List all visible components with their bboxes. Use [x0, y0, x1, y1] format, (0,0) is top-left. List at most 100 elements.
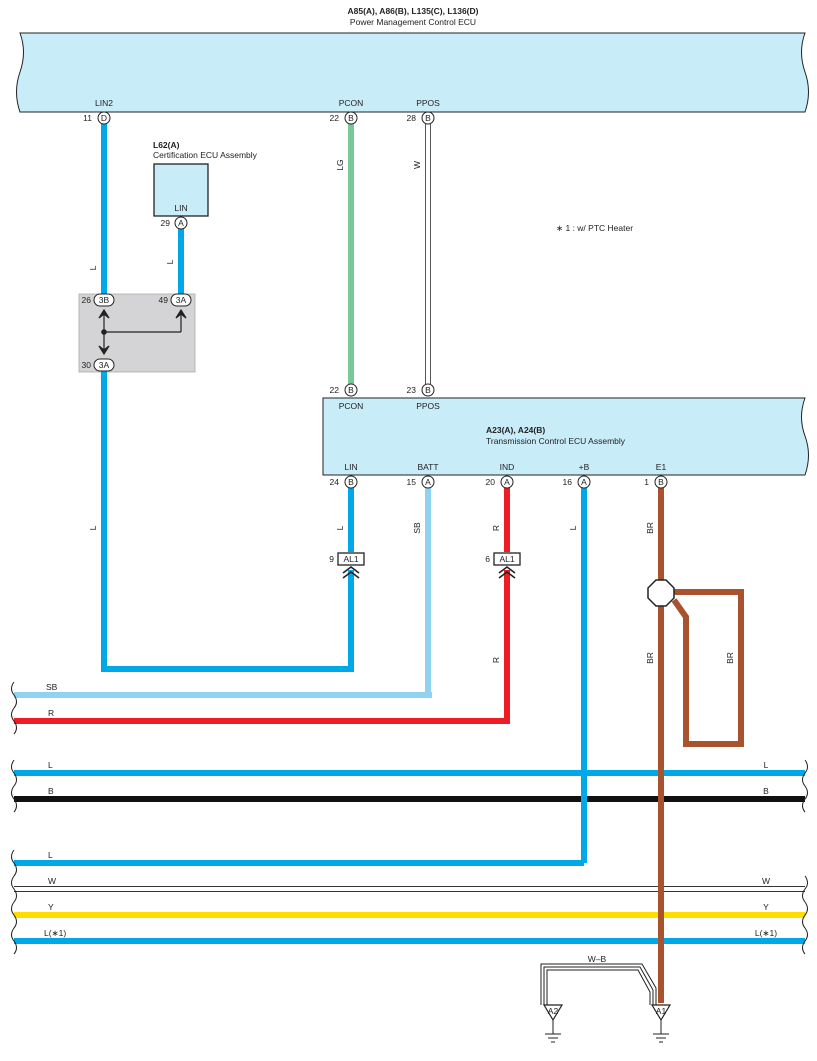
svg-text:D: D	[101, 113, 107, 123]
wire-plusb: L	[568, 488, 587, 863]
pin-tcu-pcon: 22 B	[330, 383, 358, 397]
wire-lin: L	[335, 488, 354, 552]
pin-tcu-plusb: 16 A	[563, 475, 591, 489]
tcu-pin-label-batt: BATT	[417, 462, 438, 472]
pin-tcu-e1: 1 B	[644, 475, 668, 489]
svg-text:29: 29	[161, 218, 171, 228]
pin-label-lin2: LIN2	[95, 98, 113, 108]
wire-ppos: W	[412, 124, 431, 384]
svg-text:B: B	[348, 113, 354, 123]
svg-text:R: R	[48, 708, 54, 718]
svg-text:B: B	[658, 477, 664, 487]
svg-text:W: W	[48, 876, 56, 886]
svg-text:11: 11	[83, 113, 92, 123]
pin-label-ppos-top: PPOS	[416, 98, 440, 108]
svg-text:L: L	[88, 265, 98, 270]
tcu-box	[322, 397, 809, 476]
svg-text:L: L	[165, 259, 175, 264]
svg-text:20: 20	[486, 477, 496, 487]
svg-text:B: B	[425, 385, 431, 395]
svg-text:BR: BR	[645, 522, 655, 534]
pin-lin2: 11 D	[83, 111, 111, 125]
bus-y: Y Y	[14, 902, 805, 918]
bus-r: R	[14, 708, 510, 724]
svg-text:B: B	[763, 786, 769, 796]
svg-text:L: L	[335, 525, 345, 530]
pin-junction-30: 30 3A	[82, 358, 115, 372]
svg-text:3A: 3A	[99, 360, 110, 370]
svg-text:3A: 3A	[176, 295, 187, 305]
svg-text:L: L	[48, 850, 53, 860]
tcu-pin-label-ind: IND	[500, 462, 515, 472]
pin-cert-lin: 29 A	[161, 216, 188, 230]
svg-text:22: 22	[330, 385, 340, 395]
svg-text:A: A	[178, 218, 184, 228]
pin-pcon-top: 22 B	[330, 111, 358, 125]
wire-lin-down: L	[88, 371, 354, 672]
tcu-pin-label-plusb: +B	[579, 462, 590, 472]
svg-text:49: 49	[159, 295, 169, 305]
wire-batt: SB	[412, 488, 431, 695]
svg-text:A: A	[504, 477, 510, 487]
tcu-pin-label-pcon: PCON	[339, 401, 364, 411]
pin-ppos-top: 28 B	[407, 111, 435, 125]
cert-ecu-name: Certification ECU Assembly	[153, 150, 258, 160]
connector-al1-ind: 6 AL1	[485, 552, 521, 579]
tcu-pin-label-ppos: PPOS	[416, 401, 440, 411]
pin-tcu-ind: 20 A	[486, 475, 514, 489]
svg-text:30: 30	[82, 360, 92, 370]
svg-text:L(∗1): L(∗1)	[755, 928, 777, 938]
svg-text:B: B	[348, 477, 354, 487]
svg-text:15: 15	[407, 477, 417, 487]
svg-text:1: 1	[644, 477, 649, 487]
svg-text:LG: LG	[335, 159, 345, 170]
bus-l-ptc: L(∗1) L(∗1)	[14, 928, 805, 944]
svg-text:R: R	[491, 525, 501, 531]
ecu-top-box	[16, 32, 809, 113]
svg-text:Y: Y	[48, 902, 54, 912]
svg-text:AL1: AL1	[499, 554, 514, 564]
splice-point	[647, 579, 675, 607]
pin-tcu-ppos: 23 B	[407, 383, 435, 397]
connector-al1-lin: 9 AL1	[329, 552, 365, 579]
svg-text:W: W	[762, 876, 770, 886]
ecu-top-name: Power Management Control ECU	[350, 17, 476, 27]
pin-tcu-batt: 15 A	[407, 475, 435, 489]
svg-text:A: A	[581, 477, 587, 487]
svg-text:AL1: AL1	[343, 554, 358, 564]
svg-text:SB: SB	[412, 522, 422, 534]
svg-text:22: 22	[330, 113, 340, 123]
cert-ecu-box	[153, 163, 209, 217]
svg-text:W: W	[412, 161, 422, 169]
svg-text:6: 6	[485, 554, 490, 564]
ground-a2: A2	[542, 1004, 564, 1043]
tcu-pin-label-e1: E1	[656, 462, 667, 472]
ecu-top-codes: A85(A), A86(B), L135(C), L136(D)	[348, 6, 479, 16]
bus-sb: SB	[14, 682, 432, 698]
bus-b: B B	[14, 786, 805, 802]
svg-text:B: B	[348, 385, 354, 395]
svg-text:R: R	[491, 657, 501, 663]
svg-text:L: L	[88, 525, 98, 530]
pin-tcu-lin: 24 B	[330, 475, 358, 489]
wire-cert-lin: L	[165, 228, 184, 295]
svg-text:L: L	[568, 525, 578, 530]
tcu-codes: A23(A), A24(B)	[486, 425, 545, 435]
svg-text:16: 16	[563, 477, 573, 487]
svg-text:B: B	[425, 113, 431, 123]
wire-pcon: LG	[335, 124, 354, 384]
svg-text:3B: 3B	[99, 295, 110, 305]
svg-text:L(∗1): L(∗1)	[44, 928, 66, 938]
ground-wire-w-b: W–B	[540, 954, 657, 1005]
cert-ecu-pin-label: LIN	[174, 203, 187, 213]
svg-text:A2: A2	[548, 1006, 559, 1016]
pin-label-pcon-top: PCON	[339, 98, 364, 108]
svg-text:L: L	[764, 760, 769, 770]
wire-lin2: L	[88, 124, 107, 295]
svg-text:26: 26	[82, 295, 92, 305]
svg-text:B: B	[48, 786, 54, 796]
svg-text:A: A	[425, 477, 431, 487]
wire-e1: BR BR BR	[645, 488, 744, 1003]
svg-text:28: 28	[407, 113, 417, 123]
